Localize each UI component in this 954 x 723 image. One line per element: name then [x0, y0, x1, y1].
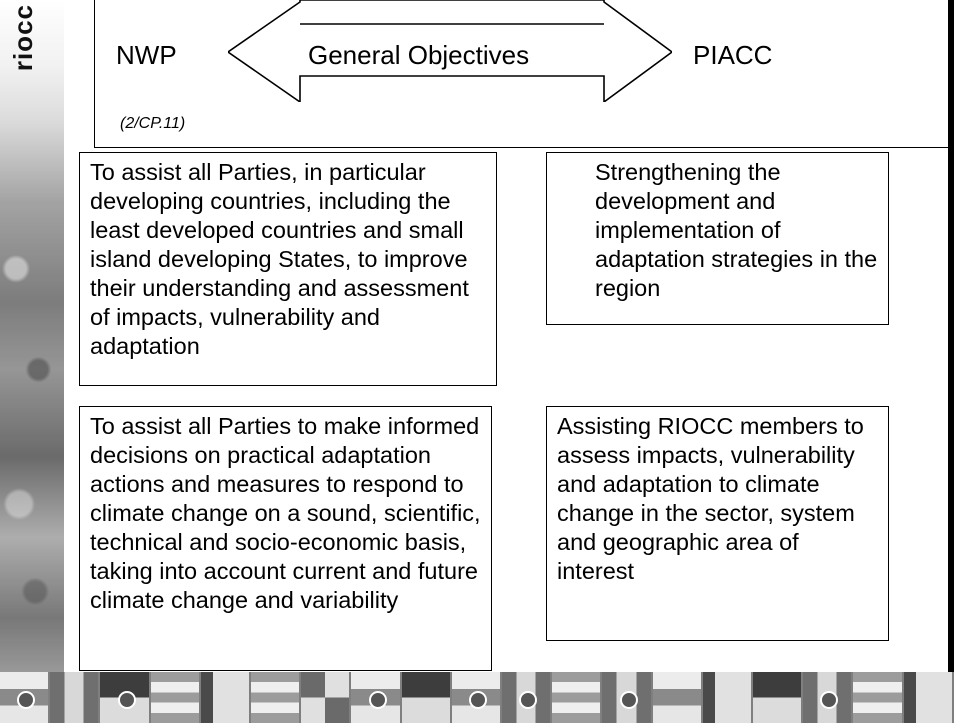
nwp-objective-1-box: To assist all Parties, in particular dev…: [79, 152, 497, 386]
flags-footer: [0, 672, 954, 723]
flag-icon: [251, 672, 302, 723]
piacc-objective-2-text: Assisting RIOCC members to assess impact…: [557, 413, 864, 584]
flag-icon: [451, 672, 503, 723]
nwp-objective-2-text: To assist all Parties to make informed d…: [90, 413, 481, 613]
flag-icon: [301, 672, 352, 723]
riocc-logo: riocc: [0, 0, 40, 120]
flag-icon: [602, 672, 653, 723]
flag-icon: [351, 672, 402, 723]
logo-text: riocc: [8, 4, 38, 72]
double-arrow-shape: [228, 0, 672, 102]
right-border-line: [948, 0, 954, 672]
flag-icon: [753, 672, 804, 723]
general-objectives-label: General Objectives: [308, 40, 530, 70]
flag-icon: [401, 672, 452, 723]
flag-icon: [853, 672, 904, 723]
flag-icon: [100, 672, 151, 723]
decorative-side-image: [0, 0, 64, 672]
flag-icon: [150, 672, 201, 723]
flag-icon: [552, 672, 603, 723]
nwp-objective-2-box: To assist all Parties to make informed d…: [79, 406, 492, 671]
flag-icon: [200, 672, 252, 723]
piacc-objective-1-box: Strengthening the development and implem…: [546, 152, 889, 325]
flag-icon: [803, 672, 854, 723]
double-arrow-icon: [228, 0, 672, 102]
piacc-label: PIACC: [693, 40, 773, 70]
flag-icon: [652, 672, 703, 723]
flag-icon: [903, 672, 954, 723]
piacc-objective-2-box: Assisting RIOCC members to assess impact…: [546, 406, 889, 641]
flag-icon: [0, 672, 51, 723]
nwp-label: NWP: [116, 40, 177, 70]
flag-icon: [50, 672, 101, 723]
nwp-objective-1-text: To assist all Parties, in particular dev…: [90, 159, 469, 359]
piacc-objective-1-text: Strengthening the development and implem…: [595, 159, 878, 301]
reference-label: (2/CP.11): [120, 115, 186, 132]
flag-icon: [502, 672, 553, 723]
flag-icon: [702, 672, 754, 723]
